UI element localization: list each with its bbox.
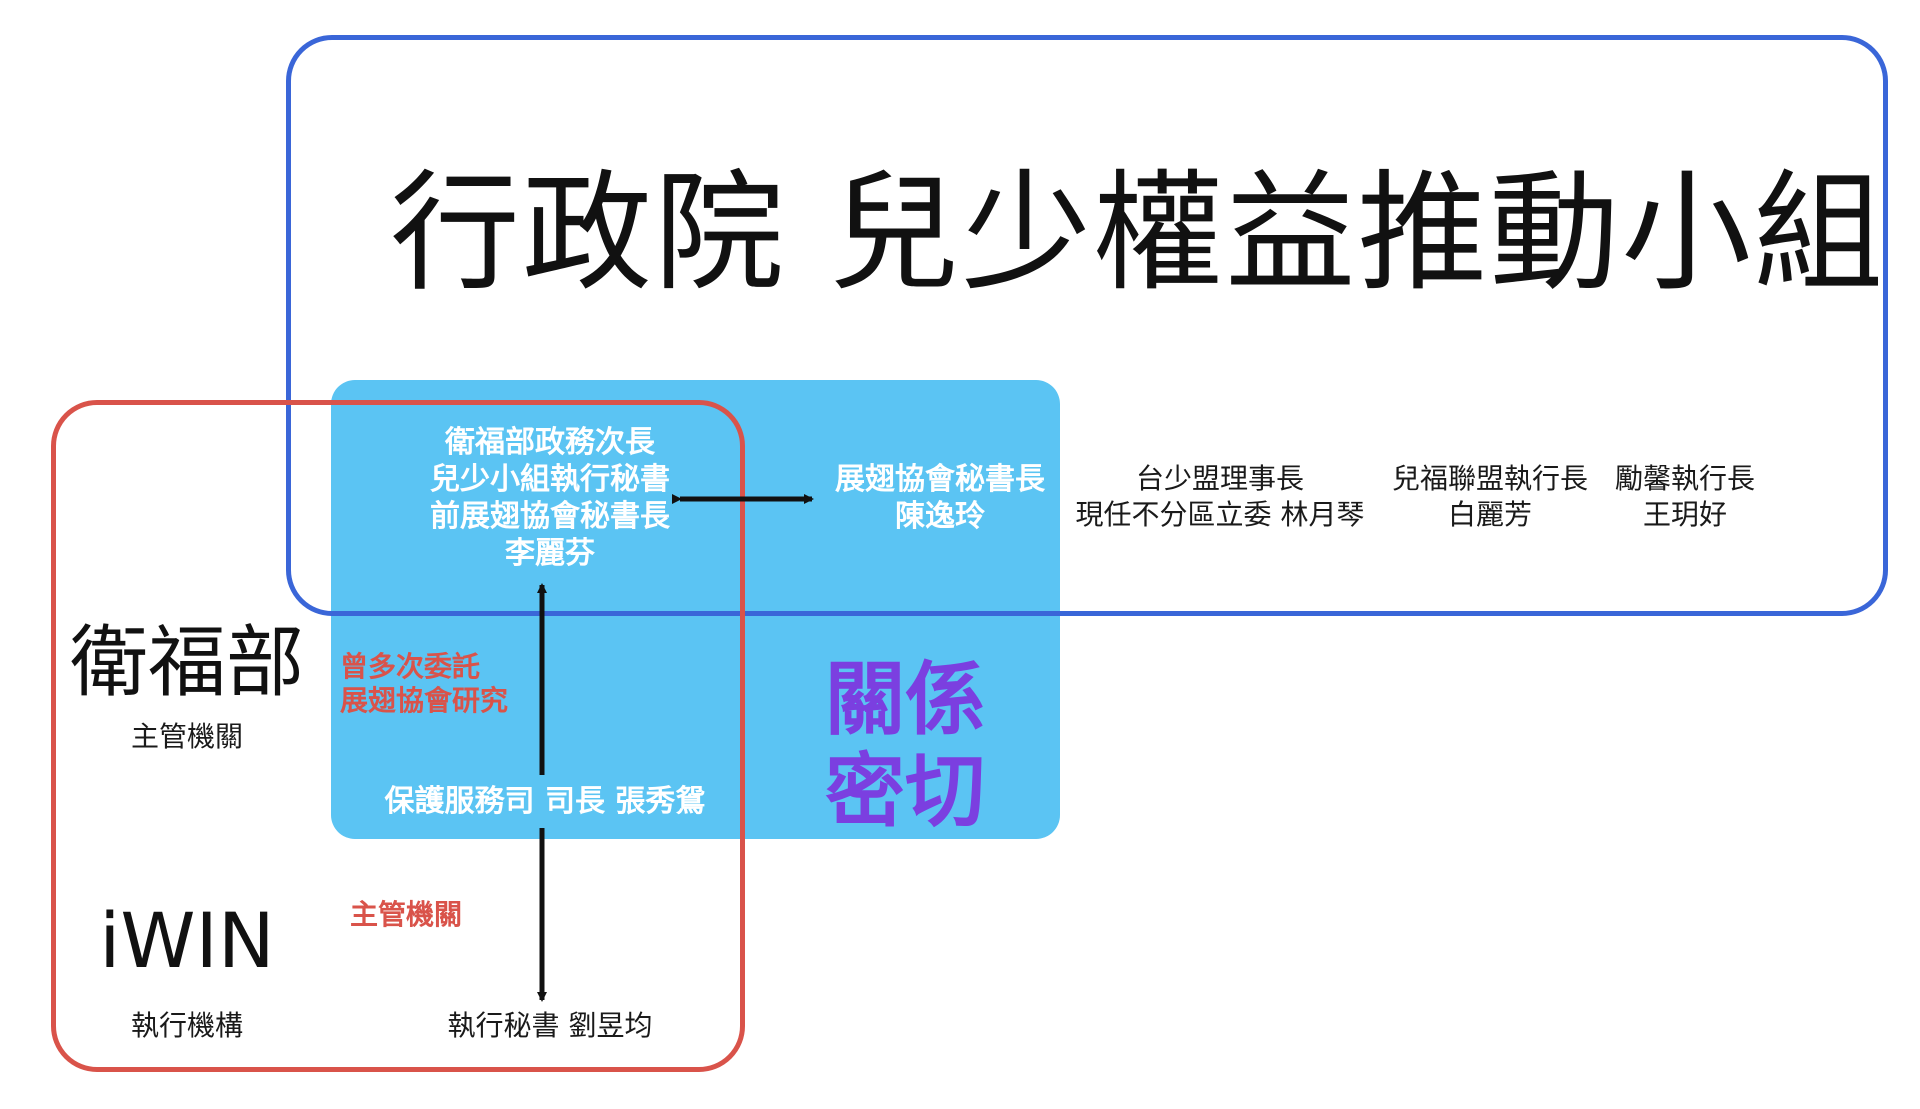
close-relation-panel xyxy=(331,380,1060,839)
protection-dept-director: 保護服務司 司長 張秀鴛 xyxy=(384,784,706,819)
ecpat-title: 展翅協會秘書長 xyxy=(835,462,1045,497)
child-welfare-name: 白麗芳 xyxy=(1447,498,1532,531)
child-welfare-block: 兒福聯盟執行長 白麗芳 xyxy=(1375,461,1605,533)
commission-line: 展翅協會研究 xyxy=(340,684,509,717)
iwin-secretary: 執行秘書 劉昱均 xyxy=(447,1009,653,1042)
taishao-name: 現任不分區立委 林月琴 xyxy=(1075,498,1365,531)
child-welfare-title: 兒福聯盟執行長 xyxy=(1391,462,1588,495)
vice-minister-block: 衛福部政務次長 兒少小組執行秘書 前展翅協會秘書長 李麗芬 xyxy=(400,424,700,572)
vice-minister-line: 前展翅協會秘書長 xyxy=(430,499,670,534)
lixin-block: 勵馨執行長 王玥好 xyxy=(1600,461,1770,533)
executive-yuan-group-box xyxy=(286,35,1888,616)
lixin-title: 勵馨執行長 xyxy=(1614,462,1755,495)
iwin-name: iWIN xyxy=(99,896,275,985)
diagram-title: 行政院 兒少權益推動小組 xyxy=(390,157,1886,309)
close-relation-label: 關係 密切 xyxy=(825,654,985,838)
mohw-box xyxy=(51,400,745,1072)
vice-minister-line: 兒少小組執行秘書 xyxy=(430,462,670,497)
lixin-name: 王玥好 xyxy=(1642,498,1727,531)
taishao-title: 台少盟理事長 xyxy=(1135,462,1304,495)
taishao-block: 台少盟理事長 現任不分區立委 林月琴 xyxy=(1060,461,1380,533)
commission-line: 曾多次委託 xyxy=(340,650,481,683)
ecpat-name: 陳逸玲 xyxy=(895,499,985,534)
mohw-name: 衛福部 xyxy=(69,618,304,708)
ecpat-secretary-block: 展翅協會秘書長 陳逸玲 xyxy=(820,461,1060,535)
vice-minister-line: 衛福部政務次長 xyxy=(445,425,655,460)
mohw-role: 主管機關 xyxy=(130,720,243,753)
authority-label: 主管機關 xyxy=(350,898,463,931)
commission-note: 曾多次委託 展翅協會研究 xyxy=(340,650,508,718)
iwin-role: 執行機構 xyxy=(130,1009,243,1042)
vice-minister-name: 李麗芬 xyxy=(505,536,595,571)
close-relation-line: 密切 xyxy=(825,745,985,838)
close-relation-line: 關係 xyxy=(825,653,985,746)
